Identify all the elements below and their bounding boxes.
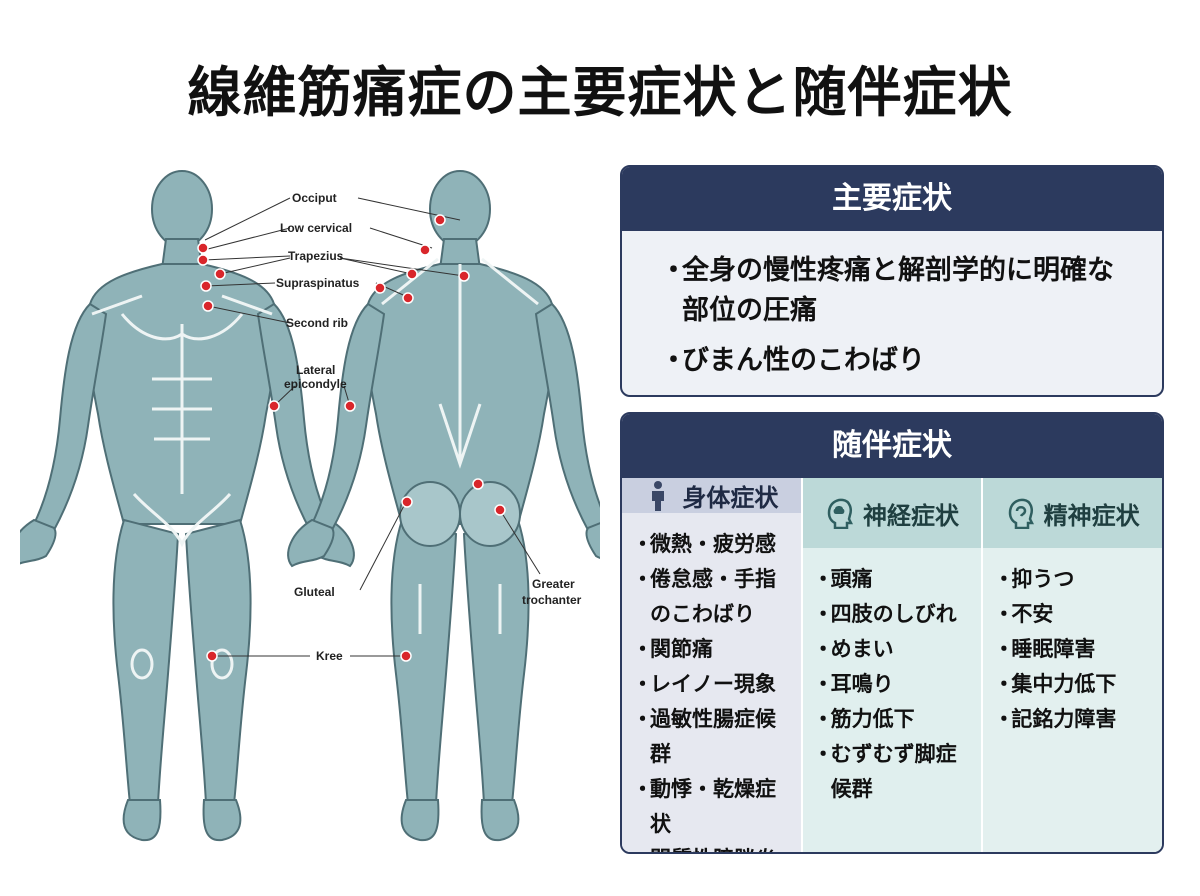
tender-point-low-cervical-2 xyxy=(197,254,209,266)
tender-point-gluteal xyxy=(401,496,413,508)
list-item: 不安 xyxy=(993,597,1154,632)
main-symptom-item: びまん性のこわばり xyxy=(660,341,1136,381)
anatomy-figure: Occiput Low cervical Trapezius Supraspin… xyxy=(20,170,600,842)
tender-point-greater-trochanter xyxy=(494,504,506,516)
page-title: 線維筋痛症の主要症状と随伴症状 xyxy=(187,61,1013,124)
list-item: 過敏性腸症候群 xyxy=(632,702,793,772)
tender-point-epicondyle-back xyxy=(344,400,356,412)
psychiatric-symptoms-heading: 精神症状 xyxy=(1043,501,1140,530)
tender-point-low-cervical-back xyxy=(419,244,431,256)
list-item: 耳鳴り xyxy=(813,667,974,702)
tender-point-second-rib xyxy=(202,300,214,312)
neurological-symptoms-heading: 神経症状 xyxy=(863,501,959,530)
list-item: 集中力低下 xyxy=(993,667,1154,702)
tender-point-lateral-epicondyle xyxy=(268,400,280,412)
label-knee: Kree xyxy=(316,649,343,663)
label-lateral: Lateral xyxy=(296,363,335,377)
tender-point-low-cervical xyxy=(197,242,209,254)
list-item: 倦怠感・手指のこわばり xyxy=(632,562,793,632)
tender-point-trapezius-back-left xyxy=(406,268,418,280)
person-icon xyxy=(652,480,665,511)
label-trapezius: Trapezius xyxy=(288,249,344,263)
tender-point-knee xyxy=(206,650,218,662)
tender-point-trapezius-back-right xyxy=(458,270,470,282)
tender-point-supraspinatus-back-left xyxy=(374,282,386,294)
tender-point-gluteal-2 xyxy=(472,478,484,490)
label-epicondyle: epicondyle xyxy=(284,377,347,391)
list-item: 頭痛 xyxy=(813,562,974,597)
list-item: 記銘力障害 xyxy=(993,702,1154,737)
list-item: レイノー現象 xyxy=(632,667,793,702)
label-second-rib: Second rib xyxy=(286,316,348,330)
list-item: むずむず脚症候群 xyxy=(813,737,974,807)
list-item: 睡眠障害 xyxy=(993,632,1154,667)
list-item: めまい xyxy=(813,632,974,667)
main-symptoms-heading: 主要症状 xyxy=(622,167,1162,231)
main-symptom-item: 全身の慢性疼痛と解剖学的に明確な部位の圧痛 xyxy=(660,251,1136,331)
tender-point-trapezius xyxy=(214,268,226,280)
physical-symptoms-column: 身体症状 微熱・疲労感 倦怠感・手指のこわばり 関節痛 レイノー現象 過敏性腸症… xyxy=(622,478,803,852)
list-item: 筋力低下 xyxy=(813,702,974,737)
label-low-cervical: Low cervical xyxy=(280,221,352,235)
main-symptoms-list: 全身の慢性疼痛と解剖学的に明確な部位の圧痛 びまん性のこわばり xyxy=(622,231,1162,381)
label-occiput: Occiput xyxy=(292,191,337,205)
label-trochanter: trochanter xyxy=(522,593,582,607)
label-greater: Greater xyxy=(532,577,575,591)
back-body xyxy=(287,170,600,842)
tender-point-supraspinatus-back-right xyxy=(402,292,414,304)
list-item: 間質性膀胱炎 xyxy=(632,842,793,852)
figure-labels: Occiput Low cervical Trapezius Supraspin… xyxy=(276,191,582,663)
physical-symptoms-heading: 身体症状 xyxy=(682,484,779,512)
list-item: 四肢のしびれ xyxy=(813,597,974,632)
front-body xyxy=(20,170,355,842)
label-gluteal: Gluteal xyxy=(294,585,335,599)
main-symptoms-panel: 主要症状 全身の慢性疼痛と解剖学的に明確な部位の圧痛 びまん性のこわばり xyxy=(620,165,1164,397)
accompanying-symptoms-panel: 随伴症状 身体症状 微熱・疲労感 倦怠感・手指のこわばり 関節痛 レイノー現象 … xyxy=(620,412,1164,854)
label-supraspinatus: Supraspinatus xyxy=(276,276,360,290)
tender-point-knee-back xyxy=(400,650,412,662)
list-item: 関節痛 xyxy=(632,632,793,667)
accompanying-symptoms-heading: 随伴症状 xyxy=(622,414,1162,478)
neurological-symptoms-column: 神経症状 頭痛 四肢のしびれ めまい 耳鳴り 筋力低下 むずむず脚症候群 xyxy=(802,478,984,852)
mind-head-icon xyxy=(1008,498,1034,529)
list-item: 抑うつ xyxy=(993,562,1154,597)
tender-point-supraspinatus xyxy=(200,280,212,292)
list-item: 動悸・乾燥症状 xyxy=(632,772,793,842)
brain-head-icon xyxy=(827,498,853,529)
tender-point-occiput xyxy=(434,214,446,226)
list-item: 微熱・疲労感 xyxy=(632,527,793,562)
psychiatric-symptoms-column: 精神症状 抑うつ 不安 睡眠障害 集中力低下 記銘力障害 xyxy=(983,478,1162,852)
tender-points xyxy=(197,214,506,662)
